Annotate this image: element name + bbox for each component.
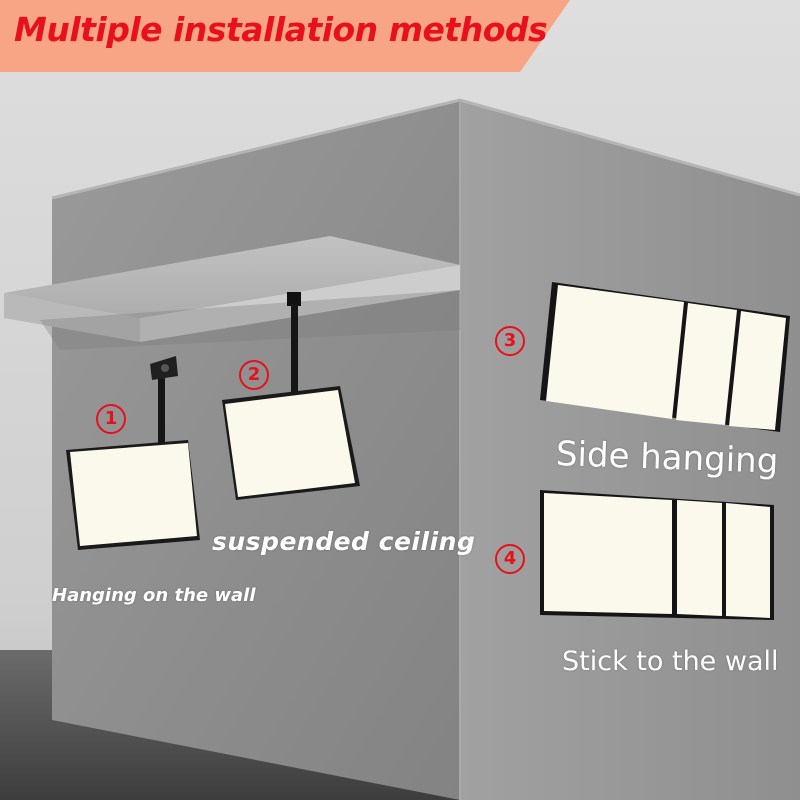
panel-group-4	[540, 490, 774, 620]
ceiling-shadow	[40, 290, 460, 350]
panel-1	[66, 440, 200, 550]
caption-side-hanging: Side hanging	[555, 434, 779, 482]
banner-title: Multiple installation methods	[14, 10, 548, 49]
method-number-4-badge: 4	[495, 544, 525, 574]
method-number-3-badge: 3	[495, 326, 525, 356]
panel-group-3	[540, 282, 790, 432]
right-wall	[460, 100, 800, 800]
ceiling-ledge-front	[4, 293, 140, 342]
panel-2	[222, 386, 360, 500]
wall-mount-arm	[150, 356, 178, 452]
caption-hanging-on-wall: Hanging on the wall	[52, 585, 256, 606]
caption-suspended-ceiling: suspended ceiling	[212, 527, 476, 556]
method-number-2-badge: 2	[239, 360, 269, 390]
title-banner	[0, 0, 570, 72]
method-number-1-badge: 1	[96, 404, 126, 434]
ceiling-ledge-top	[4, 236, 460, 318]
caption-stick-to-wall: Stick to the wall	[562, 646, 779, 677]
ceiling-mount-rod	[287, 292, 301, 402]
